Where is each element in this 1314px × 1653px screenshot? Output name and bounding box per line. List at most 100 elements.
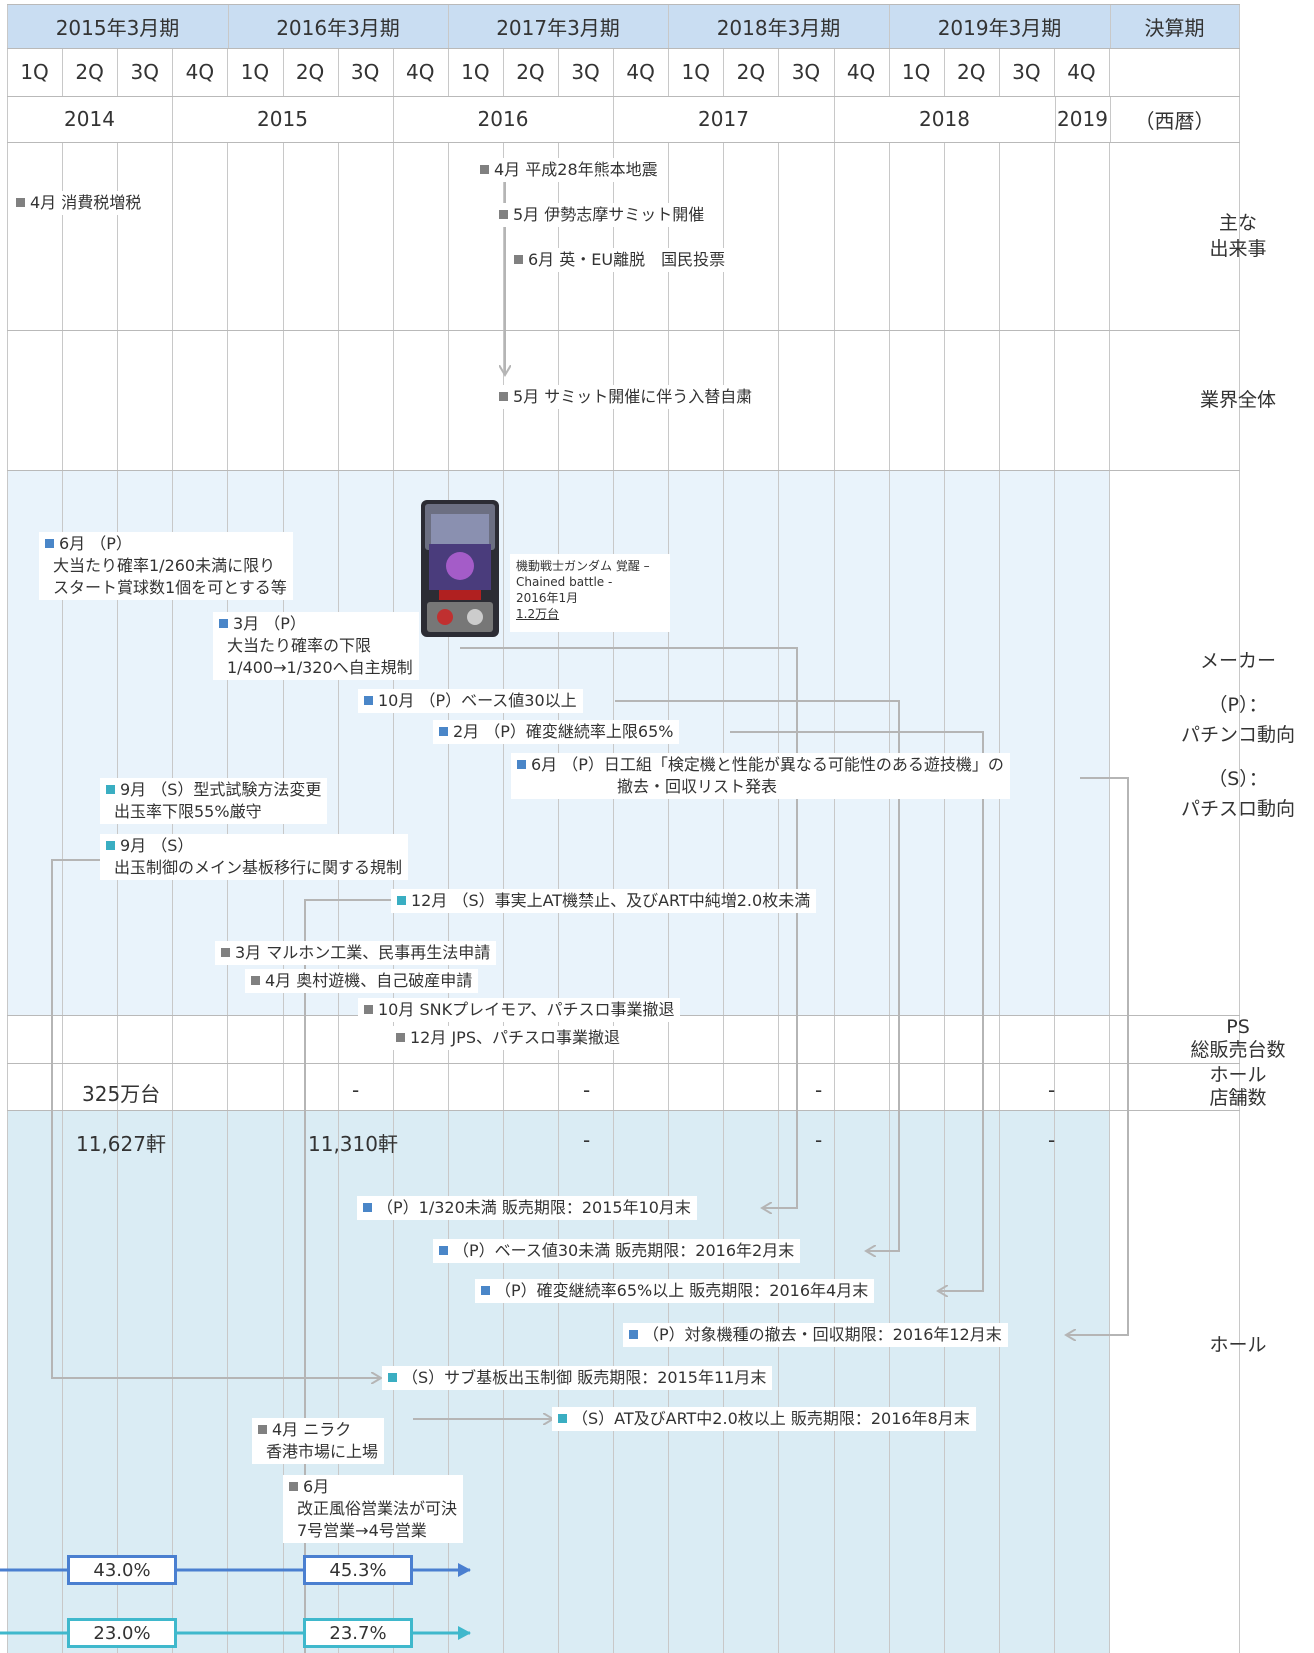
ps-sales-value: - — [352, 1078, 360, 1102]
ratio-box-blue: 43.0% — [67, 1555, 177, 1585]
grid-vline — [172, 96, 173, 142]
maker-note: 3月 マルホン工業、民事再生法申請 — [215, 941, 497, 965]
grid-vline — [172, 142, 173, 1653]
grid-vline — [1055, 96, 1056, 142]
quarter-label: 3Q — [791, 60, 821, 84]
square-bullet-icon — [439, 727, 448, 736]
ps-sales-value: - — [583, 1078, 591, 1102]
grid-hline — [7, 4, 1240, 5]
grid-vline — [7, 4, 8, 48]
grid-vline — [7, 48, 8, 96]
grid-vline — [999, 142, 1000, 1653]
quarter-label: 1Q — [901, 60, 931, 84]
square-bullet-icon — [397, 896, 406, 905]
square-bullet-icon — [629, 1330, 638, 1339]
grid-vline — [1109, 48, 1110, 96]
calendar-year: 2018 — [919, 107, 970, 131]
grid-vline — [1110, 96, 1111, 142]
maker-note: 12月 JPS、パチスロ事業撤退 — [390, 1026, 626, 1050]
grid-vline — [172, 48, 173, 96]
grid-hline — [7, 142, 1240, 143]
quarter-label: 2Q — [295, 60, 325, 84]
grid-vline — [889, 4, 890, 48]
calendar-year: 2019 — [1057, 107, 1108, 131]
pachinko-machine-image — [421, 500, 499, 637]
grid-vline — [778, 48, 779, 96]
grid-vline — [117, 142, 118, 1653]
fiscal-period: 2016年3月期 — [276, 15, 400, 40]
hall-note: （P）1/320未満 販売期限：2015年10月末 — [357, 1196, 697, 1220]
quarter-label: 4Q — [185, 60, 215, 84]
grid-vline — [668, 48, 669, 96]
grid-vline — [393, 96, 394, 142]
square-bullet-icon — [514, 255, 523, 264]
grid-vline — [338, 48, 339, 96]
grid-vline — [117, 48, 118, 96]
grid-vline — [1239, 4, 1240, 1653]
maker-note: 4月 奥村遊機、自己破産申請 — [245, 969, 479, 993]
grid-hline — [7, 1063, 1240, 1064]
grid-hline — [7, 330, 1240, 331]
fiscal-period-label: 決算期 — [1144, 15, 1205, 40]
event-note: 4月 消費税増税 — [10, 191, 148, 215]
calendar-year: 2017 — [698, 107, 749, 131]
maker-note: 10月 （P）ベース値30以上 — [358, 689, 583, 713]
quarter-label: 2Q — [516, 60, 545, 84]
grid-hline — [7, 1110, 1240, 1111]
grid-vline — [448, 4, 449, 48]
maker-note: 2月 （P）確変継続率上限65% — [433, 720, 680, 744]
square-bullet-icon — [480, 165, 489, 174]
grid-vline — [944, 48, 945, 96]
category-hall-count: ホール 店舗数 — [1209, 1063, 1267, 1109]
quarter-label: 4Q — [406, 60, 435, 84]
quarter-label: 3Q — [350, 60, 380, 84]
square-bullet-icon — [364, 1005, 373, 1014]
maker-note: 12月 （S）事実上AT機禁止、及びART中純増2.0枚未満 — [391, 889, 817, 913]
square-bullet-icon — [221, 948, 230, 957]
square-bullet-icon — [558, 1414, 567, 1423]
grid-vline — [228, 4, 229, 48]
square-bullet-icon — [388, 1373, 397, 1382]
grid-vline — [283, 48, 284, 96]
fiscal-period: 2017年3月期 — [496, 15, 620, 40]
quarter-label: 1Q — [461, 60, 490, 84]
grid-vline — [558, 48, 559, 96]
grid-hline — [7, 48, 1240, 49]
quarter-label: 1Q — [681, 60, 710, 84]
square-bullet-icon — [499, 210, 508, 219]
event-note: 5月 伊勢志摩サミット開催 — [493, 203, 711, 227]
maker-note: 9月 （S）型式試験方法変更 出玉率下限55%厳守 — [100, 778, 328, 824]
square-bullet-icon — [106, 841, 115, 850]
quarter-label: 4Q — [626, 60, 655, 84]
quarter-label: 3Q — [1012, 60, 1041, 84]
grid-vline — [62, 48, 63, 96]
square-bullet-icon — [363, 1203, 372, 1212]
square-bullet-icon — [289, 1482, 298, 1491]
quarter-label: 4Q — [846, 60, 876, 84]
hall-note: （P）確変継続率65%以上 販売期限：2016年4月末 — [475, 1279, 875, 1303]
maker-note: 10月 SNKプレイモア、パチスロ事業撤退 — [358, 998, 681, 1022]
quarter-label: 4Q — [1067, 60, 1096, 84]
grid-vline — [1110, 4, 1111, 48]
grid-vline — [613, 96, 614, 142]
grid-vline — [393, 48, 394, 96]
quarter-label: 3Q — [571, 60, 600, 84]
maker-note: 3月 （P） 大当たり確率の下限 1/400→1/320へ自主規制 — [213, 612, 419, 680]
square-bullet-icon — [396, 1033, 405, 1042]
quarter-label: 2Q — [957, 60, 986, 84]
hall-note: （S）AT及びART中2.0枚以上 販売期限：2016年8月末 — [552, 1407, 976, 1431]
grid-vline — [448, 48, 449, 96]
square-bullet-icon — [439, 1246, 448, 1255]
hall-note: （P）対象機種の撤去・回収期限：2016年12月末 — [623, 1323, 1008, 1347]
machine-caption: 機動戦士ガンダム 覚醒 – Chained battle - 2016年1月 1… — [510, 554, 670, 632]
maker-note: 9月 （S） 出玉制御のメイン基板移行に関する規制 — [100, 834, 409, 880]
square-bullet-icon — [258, 1425, 267, 1434]
fiscal-period: 2018年3月期 — [716, 15, 841, 40]
square-bullet-icon — [481, 1286, 490, 1295]
grid-vline — [283, 142, 284, 1653]
grid-vline — [1054, 48, 1055, 96]
calendar-year: 2016 — [477, 107, 529, 131]
fiscal-header-background — [7, 4, 1239, 48]
